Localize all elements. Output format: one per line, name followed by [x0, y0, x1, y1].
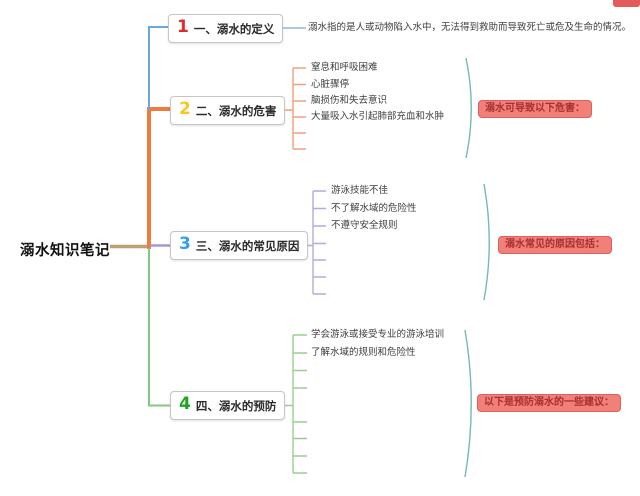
- branch4-comb: [285, 334, 307, 474]
- branch-node-3[interactable]: 3 三、溺水的常见原因: [170, 231, 309, 260]
- branch-4-number: 4: [179, 394, 191, 414]
- child-topic[interactable]: 溺水指的是人或动物陷入水中，无法得到救助而导致死亡或危及生命的情况。: [308, 22, 632, 33]
- child-topic[interactable]: 游泳技能不佳: [331, 185, 389, 196]
- branch-3-summary-label[interactable]: 溺水常见的原因包括：: [498, 236, 612, 254]
- branch4-line: [148, 248, 170, 407]
- branch2-summary-bracket: [465, 57, 472, 159]
- clipped-label-fragment: [613, 0, 640, 7]
- branch3-summary-bracket: [483, 183, 490, 301]
- child-topic[interactable]: 大量吸入水引起肺部充血和水肿: [311, 111, 445, 122]
- child-topic[interactable]: 学会游泳或接受专业的游泳培训: [311, 329, 445, 340]
- branch-3-number: 3: [179, 234, 191, 254]
- child-topic[interactable]: 心脏骤停: [311, 78, 350, 90]
- branch2-line: [147, 107, 170, 249]
- child-topic[interactable]: 不遵守安全规则: [331, 220, 398, 231]
- branch-2-summary-label[interactable]: 溺水可导致以下危害：: [478, 100, 592, 118]
- branch-1-number: 1: [177, 17, 189, 37]
- child-topic[interactable]: 不了解水域的危险性: [331, 202, 417, 214]
- branch-2-label: 二、溺水的危害: [195, 103, 277, 118]
- branch-4-summary-label[interactable]: 以下是预防溺水的一些建议：: [477, 394, 621, 412]
- branch-node-4[interactable]: 4 四、溺水的预防: [170, 391, 286, 420]
- root-node[interactable]: 溺水知识笔记: [20, 243, 110, 259]
- branch-2-number: 2: [179, 99, 191, 119]
- branch-4-label: 四、溺水的预防: [195, 398, 277, 413]
- branch-node-1[interactable]: 1 一、溺水的定义: [168, 14, 284, 43]
- branch-3-label: 三、溺水的常见原因: [195, 238, 300, 253]
- branch2-comb: [285, 67, 306, 150]
- branch-node-2[interactable]: 2 二、溺水的危害: [170, 96, 286, 125]
- branch4-summary-bracket: [464, 329, 472, 478]
- branch1-line: [148, 26, 170, 110]
- child-topic[interactable]: 了解水域的规则和危险性: [311, 347, 416, 358]
- branch-1-label: 一、溺水的定义: [193, 21, 275, 36]
- child-topic[interactable]: 脑损伤和失去意识: [311, 95, 388, 106]
- child-topic[interactable]: 窒息和呼吸困难: [311, 62, 378, 73]
